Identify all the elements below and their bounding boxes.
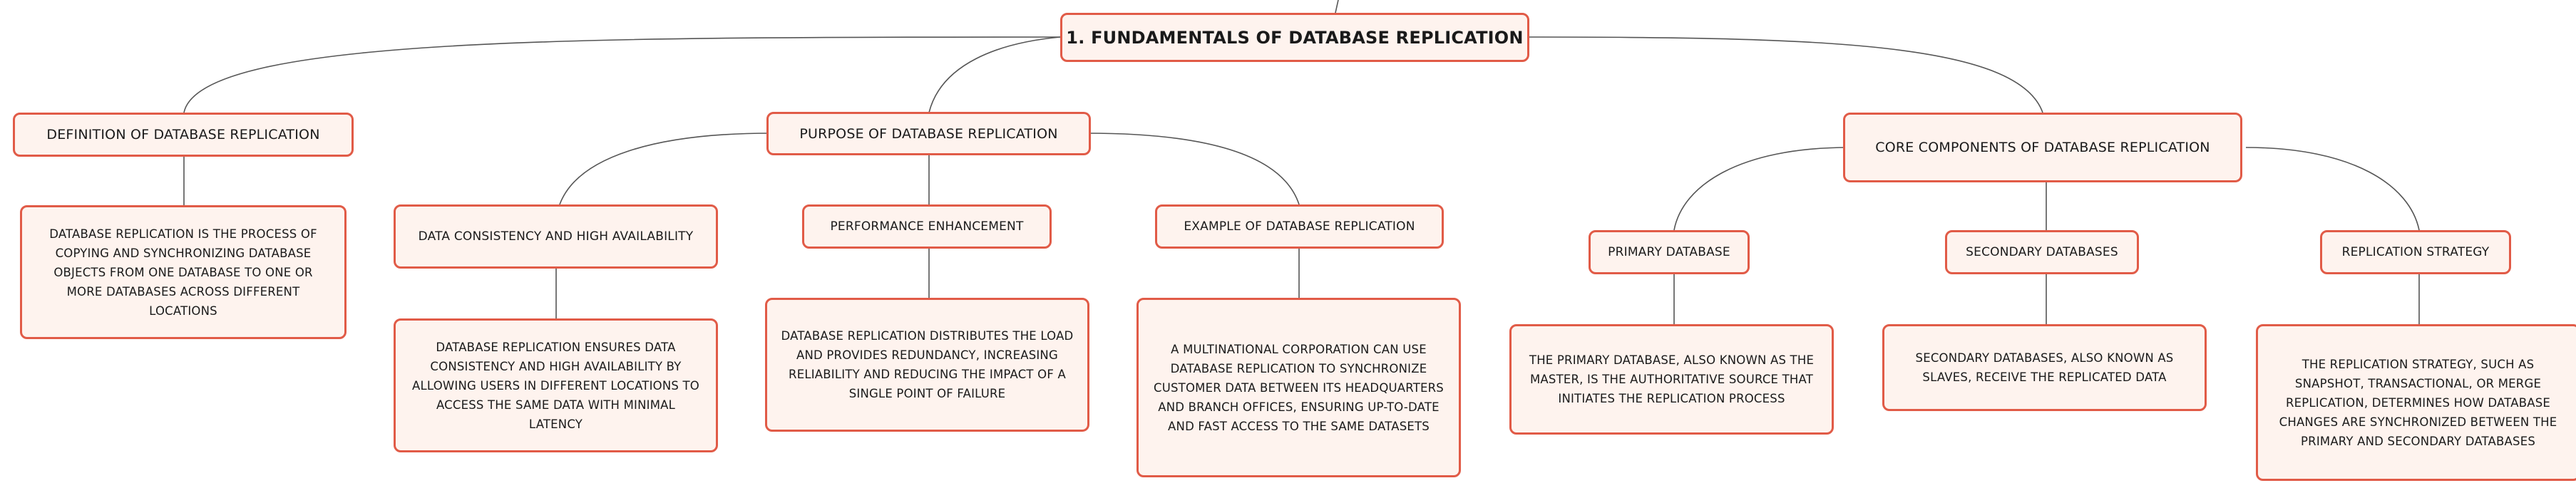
link-root-core: [1529, 36, 2043, 113]
strategy-topic[interactable]: REPLICATION STRATEGY: [2320, 230, 2511, 274]
consistency-topic[interactable]: DATA CONSISTENCY AND HIGH AVAILABILITY: [394, 204, 718, 269]
consistency-detail[interactable]: DATABASE REPLICATION ENSURES DATA CONSIS…: [394, 318, 718, 452]
root-topic[interactable]: 1. FUNDAMENTALS OF DATABASE REPLICATION: [1060, 13, 1529, 62]
secondary-topic[interactable]: SECONDARY DATABASES: [1945, 230, 2139, 274]
link-top-root: [1335, 0, 1339, 14]
primary-detail[interactable]: THE PRIMARY DATABASE, ALSO KNOWN AS THE …: [1509, 324, 1834, 435]
core-topic[interactable]: CORE COMPONENTS OF DATABASE REPLICATION: [1843, 113, 2242, 182]
link-root-definition: [183, 36, 1061, 113]
definition-topic[interactable]: DEFINITION OF DATABASE REPLICATION: [13, 113, 354, 157]
link-core-primary: [1673, 147, 1849, 231]
link-purpose-example: [1087, 133, 1300, 205]
secondary-detail[interactable]: SECONDARY DATABASES, ALSO KNOWN AS SLAVE…: [1882, 324, 2207, 411]
link-core-strategy: [2245, 147, 2420, 231]
performance-detail[interactable]: DATABASE REPLICATION DISTRIBUTES THE LOA…: [765, 298, 1089, 432]
strategy-detail[interactable]: THE REPLICATION STRATEGY, SUCH AS SNAPSH…: [2256, 324, 2576, 481]
example-detail[interactable]: A MULTINATIONAL CORPORATION CAN USE DATA…: [1136, 298, 1461, 477]
purpose-topic[interactable]: PURPOSE OF DATABASE REPLICATION: [766, 112, 1091, 155]
definition-detail[interactable]: DATABASE REPLICATION IS THE PROCESS OF C…: [20, 205, 347, 339]
performance-topic[interactable]: PERFORMANCE ENHANCEMENT: [802, 204, 1052, 249]
primary-topic[interactable]: PRIMARY DATABASE: [1589, 230, 1750, 274]
link-root-purpose: [928, 36, 1061, 113]
link-purpose-consistency: [559, 133, 771, 205]
example-topic[interactable]: EXAMPLE OF DATABASE REPLICATION: [1155, 204, 1444, 249]
